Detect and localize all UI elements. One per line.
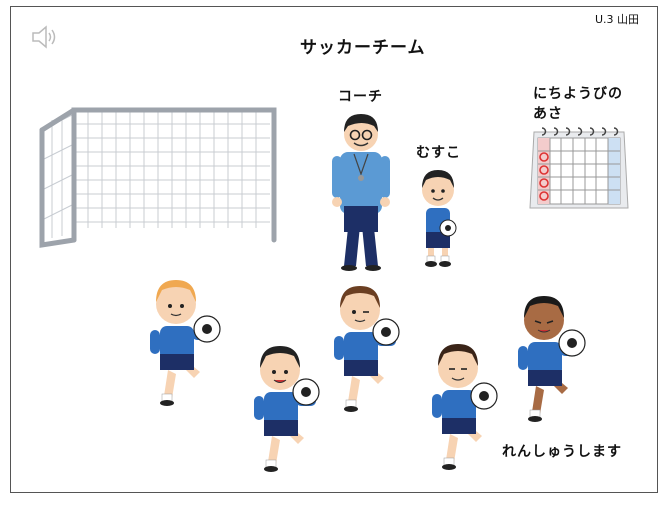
sunday-morning-label: にちようびのあさ bbox=[533, 84, 643, 124]
coach-label: コーチ bbox=[338, 89, 383, 105]
son-label: むすこ bbox=[416, 145, 461, 161]
player-4-illustration bbox=[432, 344, 498, 470]
soccer-goal-image bbox=[39, 107, 277, 248]
calendar-icon bbox=[529, 127, 629, 209]
sunday-label-line-2: あさ bbox=[533, 106, 563, 122]
son-illustration bbox=[422, 170, 457, 267]
speaker-icon[interactable] bbox=[30, 25, 60, 49]
page-code: U.3 山田 bbox=[595, 13, 640, 26]
player-2-illustration bbox=[254, 346, 320, 472]
coach-illustration bbox=[332, 114, 390, 271]
player-5-illustration bbox=[518, 296, 586, 422]
page-title: サッカーチーム bbox=[300, 38, 426, 58]
slide-frame bbox=[10, 6, 658, 493]
practice-label: れんしゅうします bbox=[502, 444, 622, 460]
player-1-illustration bbox=[150, 280, 221, 406]
player-3-illustration bbox=[334, 286, 400, 412]
sunday-label-line-1: にちようびの bbox=[533, 86, 623, 102]
